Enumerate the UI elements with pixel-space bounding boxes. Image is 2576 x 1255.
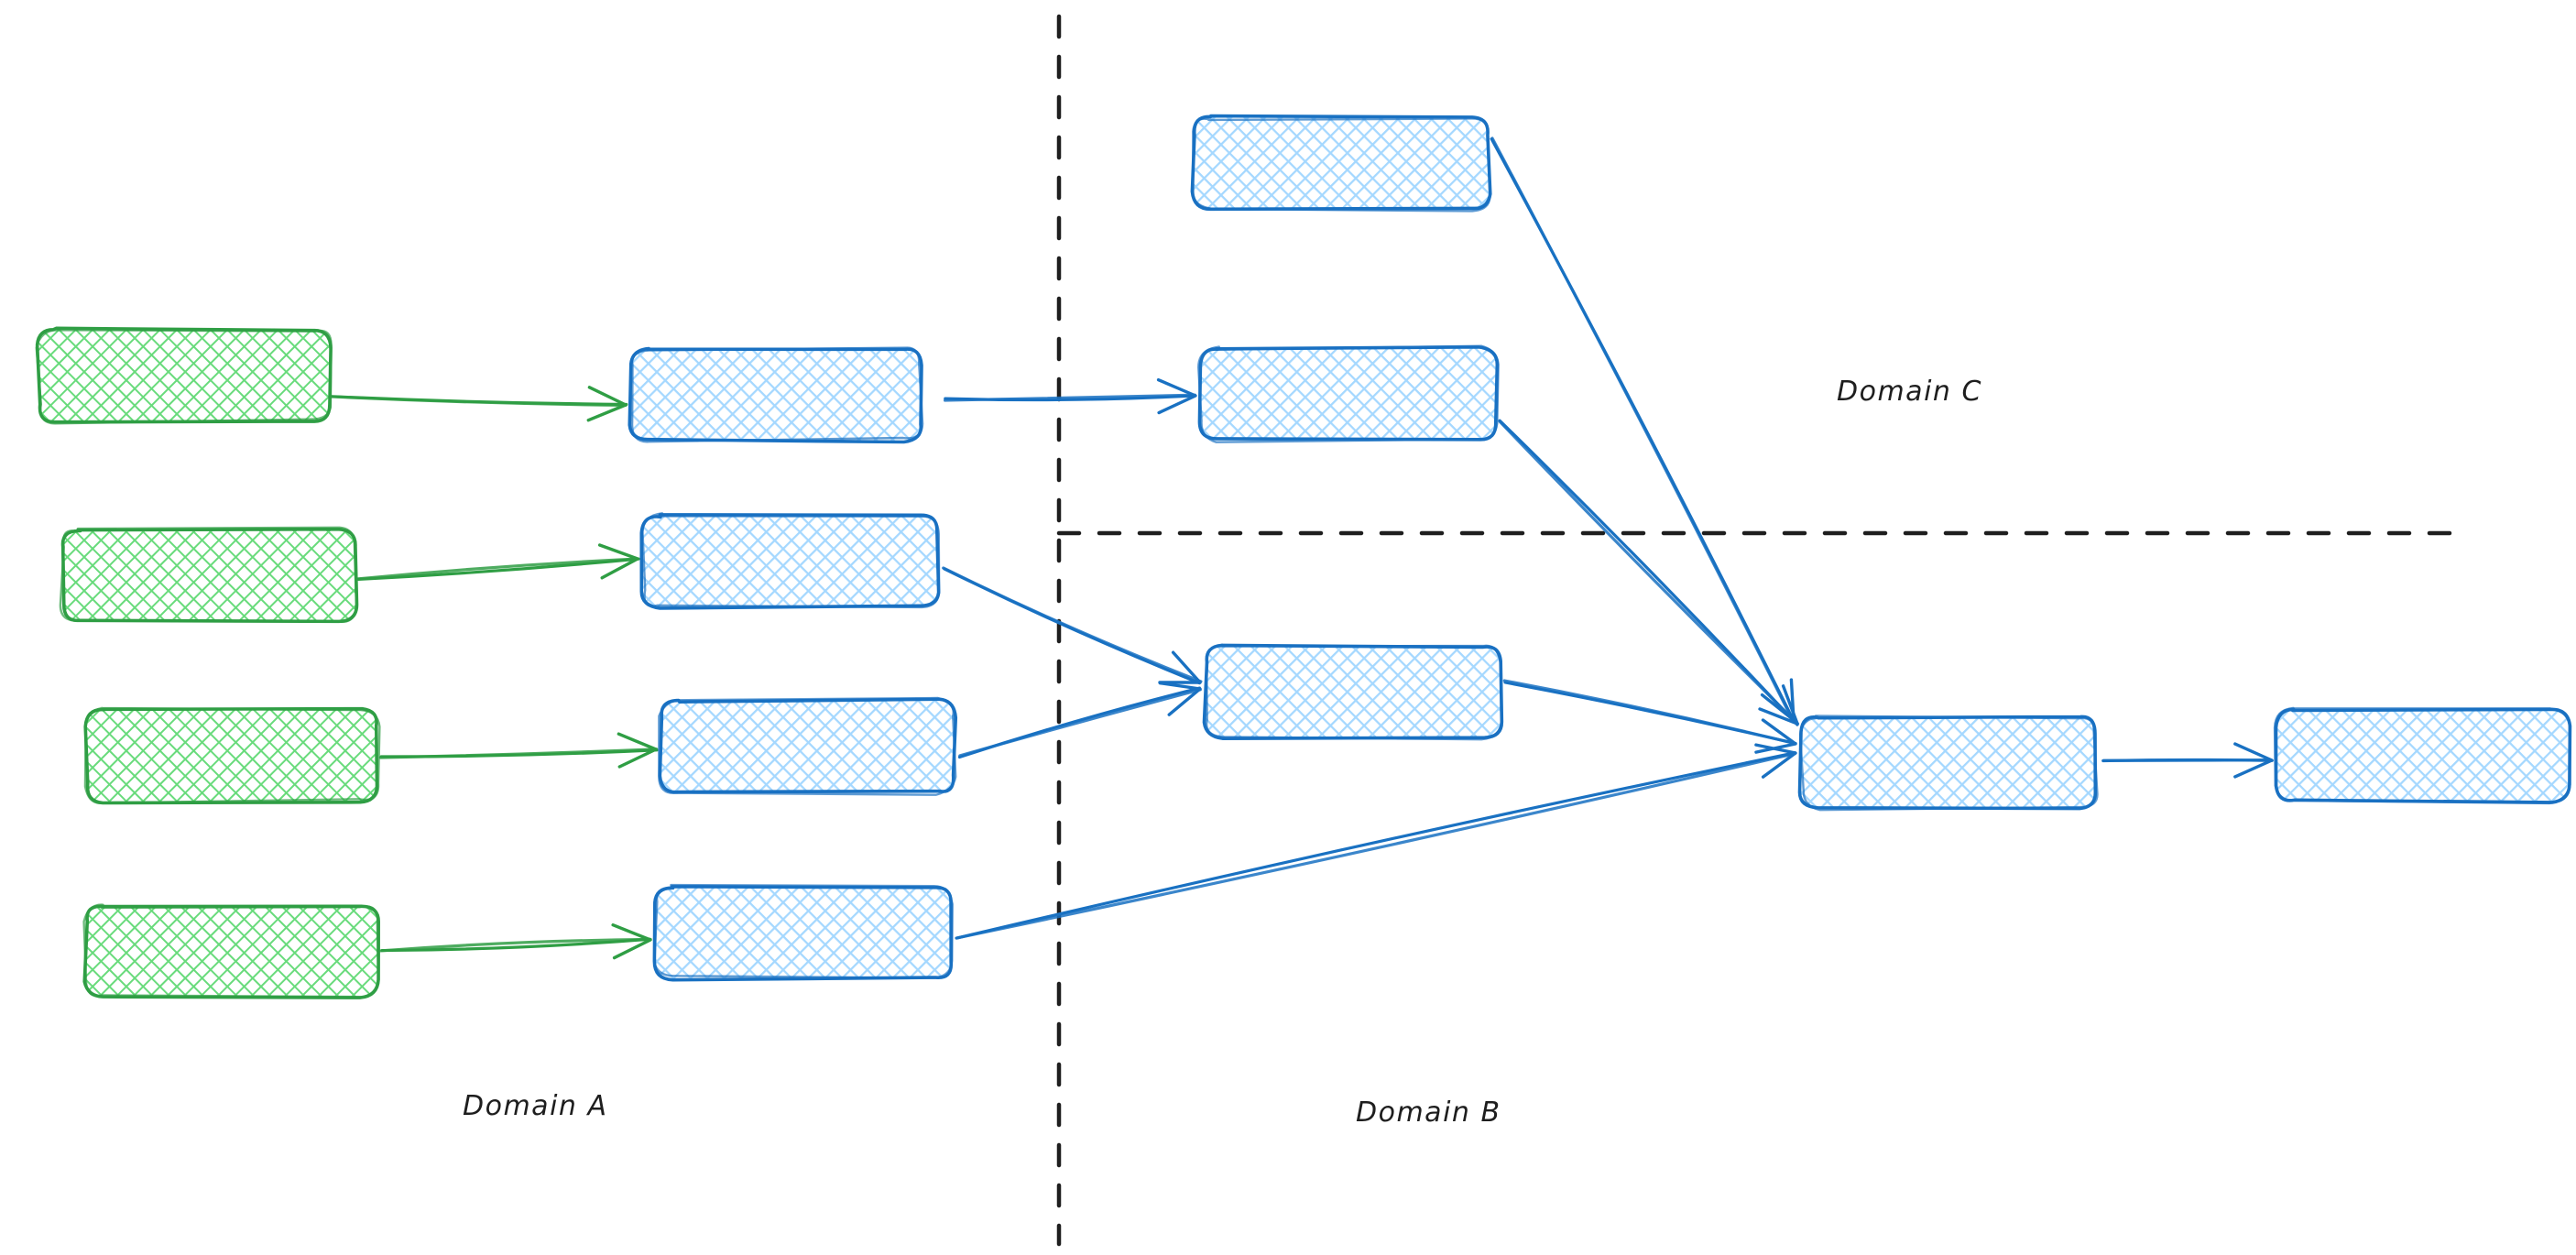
node-a2[interactable] — [59, 526, 359, 624]
edge-b3-d1 — [957, 681, 1202, 759]
nodes-layer — [35, 114, 2572, 999]
edge-a4-b4 — [378, 923, 652, 960]
dividers-layer — [1056, 14, 2455, 1247]
edge-a3-b3 — [378, 732, 659, 769]
edge-c1-e1 — [1490, 136, 1796, 723]
node-c2[interactable] — [1197, 344, 1500, 443]
node-e2[interactable] — [2273, 706, 2572, 805]
node-a1[interactable] — [35, 326, 333, 425]
node-a4[interactable] — [82, 903, 380, 999]
node-a3[interactable] — [83, 706, 381, 805]
edge-d1-e1 — [1502, 679, 1797, 754]
label-domain-a: Domain A — [463, 1090, 608, 1122]
label-domain-b: Domain B — [1356, 1097, 1501, 1129]
edge-c2-e1 — [1498, 419, 1800, 726]
node-b1[interactable] — [628, 346, 924, 444]
edge-a2-b2 — [356, 543, 640, 582]
edge-b2-d1 — [942, 566, 1203, 685]
edge-e1-e2 — [2101, 742, 2274, 779]
label-domain-c: Domain C — [1837, 376, 1982, 408]
node-b2[interactable] — [639, 512, 941, 610]
node-b3[interactable] — [658, 696, 958, 796]
edges-layer — [329, 136, 2274, 960]
node-c1[interactable] — [1190, 114, 1492, 213]
node-d1[interactable] — [1202, 643, 1504, 741]
edge-b1-c2 — [944, 377, 1197, 415]
node-b4[interactable] — [652, 883, 954, 982]
edge-b4-e1 — [955, 743, 1797, 940]
edge-a1-b1 — [329, 386, 628, 422]
node-e1[interactable] — [1797, 715, 2099, 812]
